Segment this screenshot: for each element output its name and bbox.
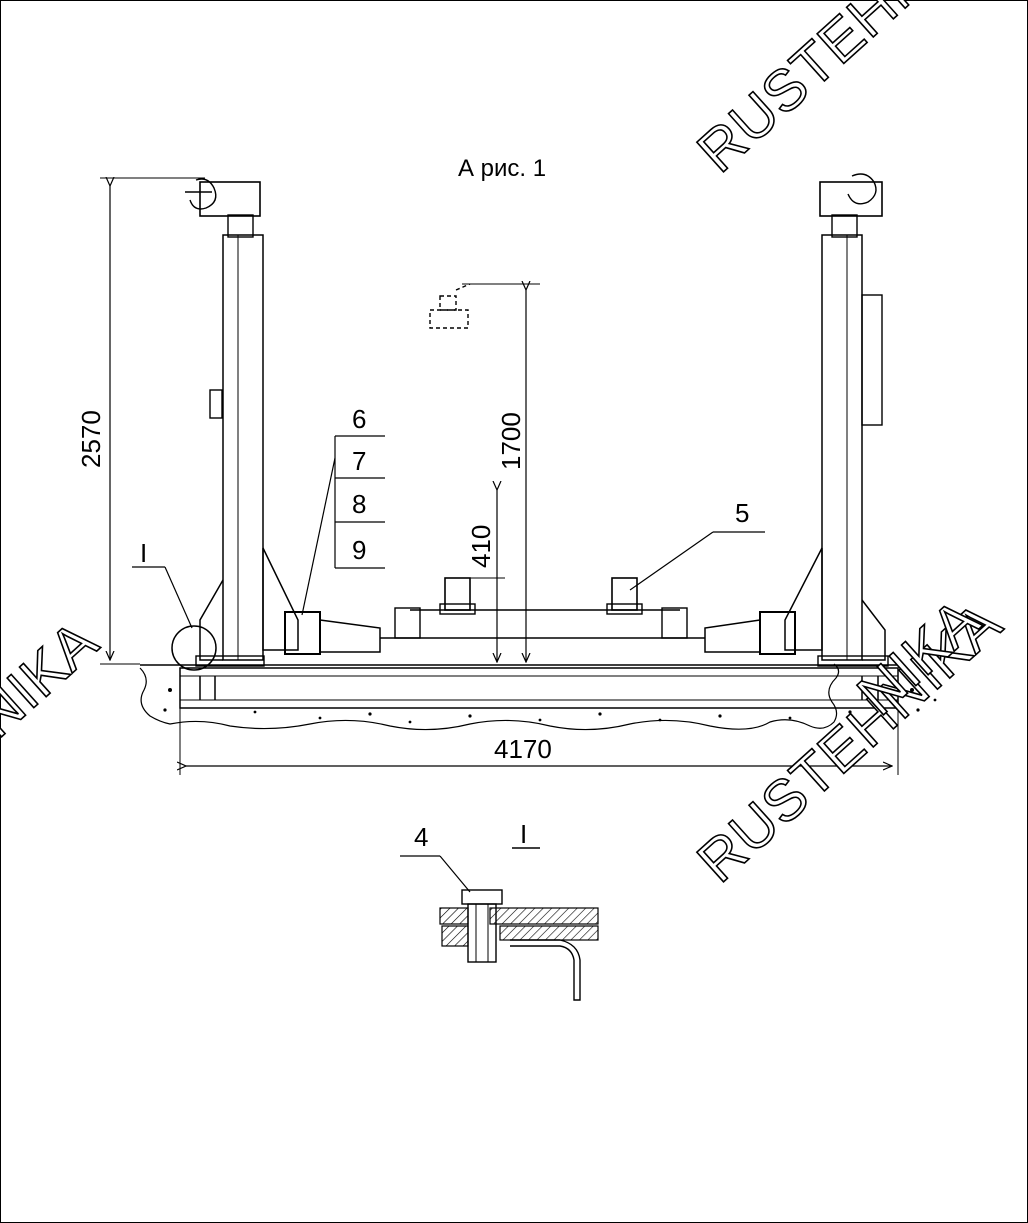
watermark-top: RUSTEHNIKA (685, 0, 1014, 185)
right-column (784, 173, 889, 667)
watermark-left: NIKA (0, 608, 110, 750)
callout-stack-6-9: 6 7 8 9 (301, 404, 385, 616)
dim-label-4170: 4170 (494, 734, 552, 764)
dim-label-1700: 1700 (496, 412, 526, 470)
dim-2570: 2570 (76, 178, 205, 665)
callout-8: 8 (352, 489, 366, 519)
left-column (185, 178, 299, 667)
dim-label-410: 410 (466, 525, 496, 568)
detail-view-I: I 4 (400, 819, 599, 1001)
detail-title: I (520, 819, 527, 849)
detail-marker: I (140, 538, 147, 568)
callout-5-group: 5 (629, 498, 765, 591)
foundation (139, 663, 937, 731)
dim-label-2570: 2570 (76, 410, 106, 468)
detail-marker-group: I (132, 538, 217, 671)
figure-title: А рис. 1 (458, 155, 546, 182)
callout-4: 4 (414, 822, 428, 852)
dim-410: 410 (466, 490, 505, 662)
callout-6: 6 (352, 404, 366, 434)
callout-9: 9 (352, 535, 366, 565)
raised-pad-outline (429, 283, 471, 329)
callout-5: 5 (735, 498, 749, 528)
dim-1700: 1700 (462, 284, 540, 662)
callout-7: 7 (352, 446, 366, 476)
lift-arms (284, 577, 796, 655)
dim-4170: 4170 (180, 680, 899, 775)
